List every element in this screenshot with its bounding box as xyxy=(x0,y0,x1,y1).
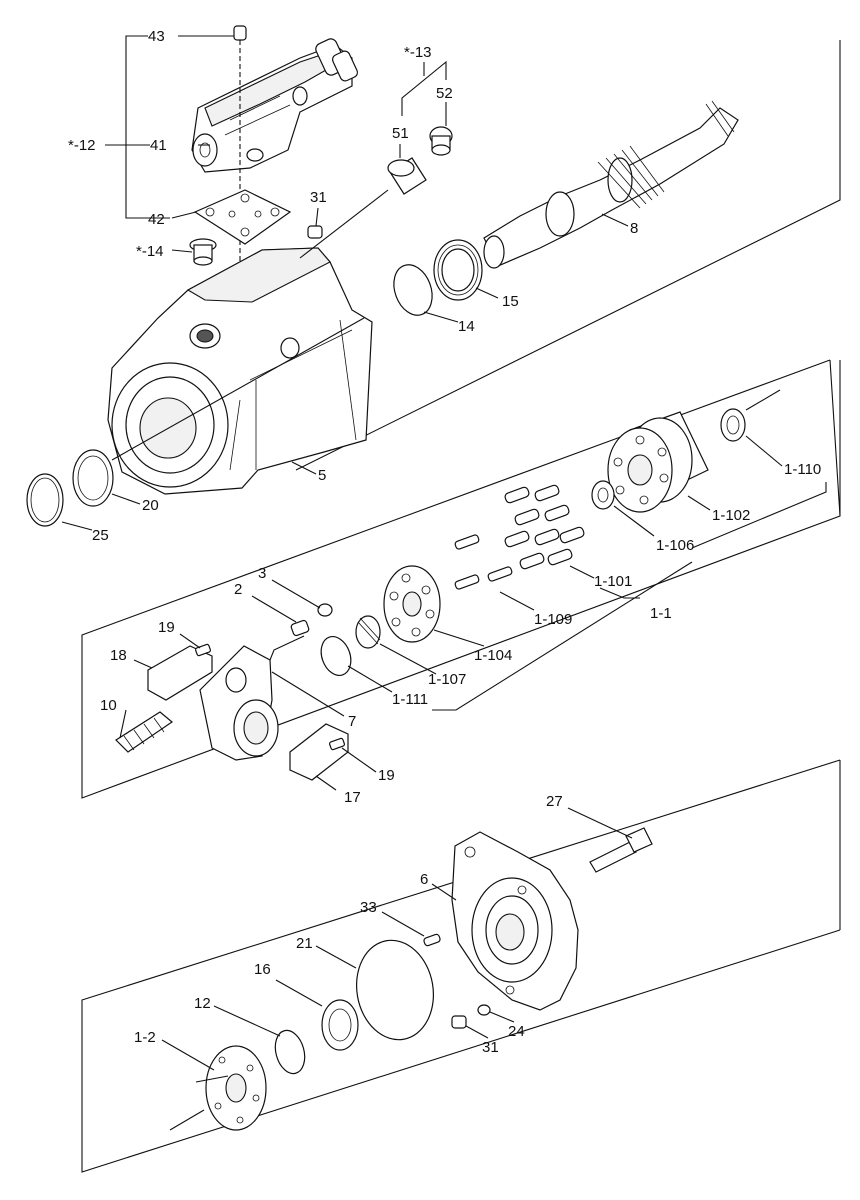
ring-1-111 xyxy=(320,636,352,676)
washer-1-110 xyxy=(720,408,746,442)
label-21: 21 xyxy=(296,935,313,952)
pump-housing-5 xyxy=(107,247,373,495)
part-3 xyxy=(317,603,333,617)
cylinder-block-1-102 xyxy=(607,411,709,513)
regulator-assembly xyxy=(191,38,359,173)
label-16: 16 xyxy=(254,961,271,978)
washer-24 xyxy=(477,1004,491,1016)
label-5: 5 xyxy=(318,467,326,484)
label-18: 18 xyxy=(110,647,127,664)
label-33: 33 xyxy=(360,899,377,916)
oring-21 xyxy=(355,939,435,1041)
screw-19-bottom xyxy=(329,737,345,751)
label-15: 15 xyxy=(502,293,519,310)
label-12: *-12 xyxy=(68,137,96,154)
label-14: 14 xyxy=(458,318,475,335)
bearing-16 xyxy=(321,999,359,1051)
spring-10 xyxy=(115,711,173,753)
label-2: 2 xyxy=(234,581,242,598)
label-1-102: 1-102 xyxy=(712,507,750,524)
label-20: 20 xyxy=(142,497,159,514)
label-43: 43 xyxy=(148,28,165,45)
label-1-111: 1-111 xyxy=(392,691,428,708)
label-7: 7 xyxy=(348,713,356,730)
label-12b: 12 xyxy=(194,995,211,1012)
label-19-top: 19 xyxy=(158,619,175,636)
sleeve-51 xyxy=(387,157,427,195)
bushing-18 xyxy=(147,645,213,701)
label-25: 25 xyxy=(92,527,109,544)
seal-20 xyxy=(72,449,114,507)
label-1-110: 1-110 xyxy=(784,461,821,478)
label-27: 27 xyxy=(546,793,563,810)
gasket-42 xyxy=(193,189,292,245)
plug-14 xyxy=(189,238,217,266)
label-24: 24 xyxy=(508,1023,525,1040)
label-14-star: *-14 xyxy=(136,243,164,260)
end-cover-6 xyxy=(451,831,579,1011)
bushing-17 xyxy=(289,723,349,781)
label-1-106: 1-106 xyxy=(656,537,694,554)
bolt-27 xyxy=(589,827,653,873)
plate-1-2 xyxy=(205,1045,267,1131)
part-labels: 43 *-13 52 51 *-12 41 31 42 8 *-14 15 14… xyxy=(68,28,821,1056)
label-10: 10 xyxy=(100,697,117,714)
plug-31-top xyxy=(307,225,323,239)
oring-14 xyxy=(393,264,433,316)
plug-31-bottom xyxy=(451,1015,467,1029)
label-42: 42 xyxy=(148,211,165,228)
ball-guide-1-106 xyxy=(591,480,615,510)
label-1-109: 1-109 xyxy=(534,611,572,628)
label-51: 51 xyxy=(392,125,409,142)
part-2 xyxy=(290,619,310,637)
label-31-bottom: 31 xyxy=(482,1039,499,1056)
label-3: 3 xyxy=(258,565,266,582)
label-1-101: 1-101 xyxy=(594,573,632,590)
pin-33 xyxy=(423,933,441,947)
leader-lines xyxy=(61,35,827,1131)
label-8: 8 xyxy=(630,220,638,237)
label-41: 41 xyxy=(150,137,167,154)
retainer-plate-1-104 xyxy=(383,565,441,643)
label-31-top: 31 xyxy=(310,189,327,206)
label-52: 52 xyxy=(436,85,453,102)
pins-1-109 xyxy=(454,534,513,590)
plug-52 xyxy=(429,126,453,156)
pistons-1-101 xyxy=(504,484,585,570)
label-1-2: 1-2 xyxy=(134,1029,156,1046)
label-1-107: 1-107 xyxy=(428,671,466,688)
shaft-8 xyxy=(483,100,739,269)
label-1-1: 1-1 xyxy=(650,605,672,622)
seal-12 xyxy=(274,1029,306,1075)
label-19-bottom: 19 xyxy=(378,767,395,784)
label-13: *-13 xyxy=(404,44,432,61)
bearing-15 xyxy=(433,239,483,301)
label-17: 17 xyxy=(344,789,361,806)
label-6: 6 xyxy=(420,871,428,888)
swash-plate-7 xyxy=(199,645,279,761)
snap-ring-25 xyxy=(26,473,64,527)
spring-1-107 xyxy=(355,615,381,649)
label-1-104: 1-104 xyxy=(474,647,512,664)
